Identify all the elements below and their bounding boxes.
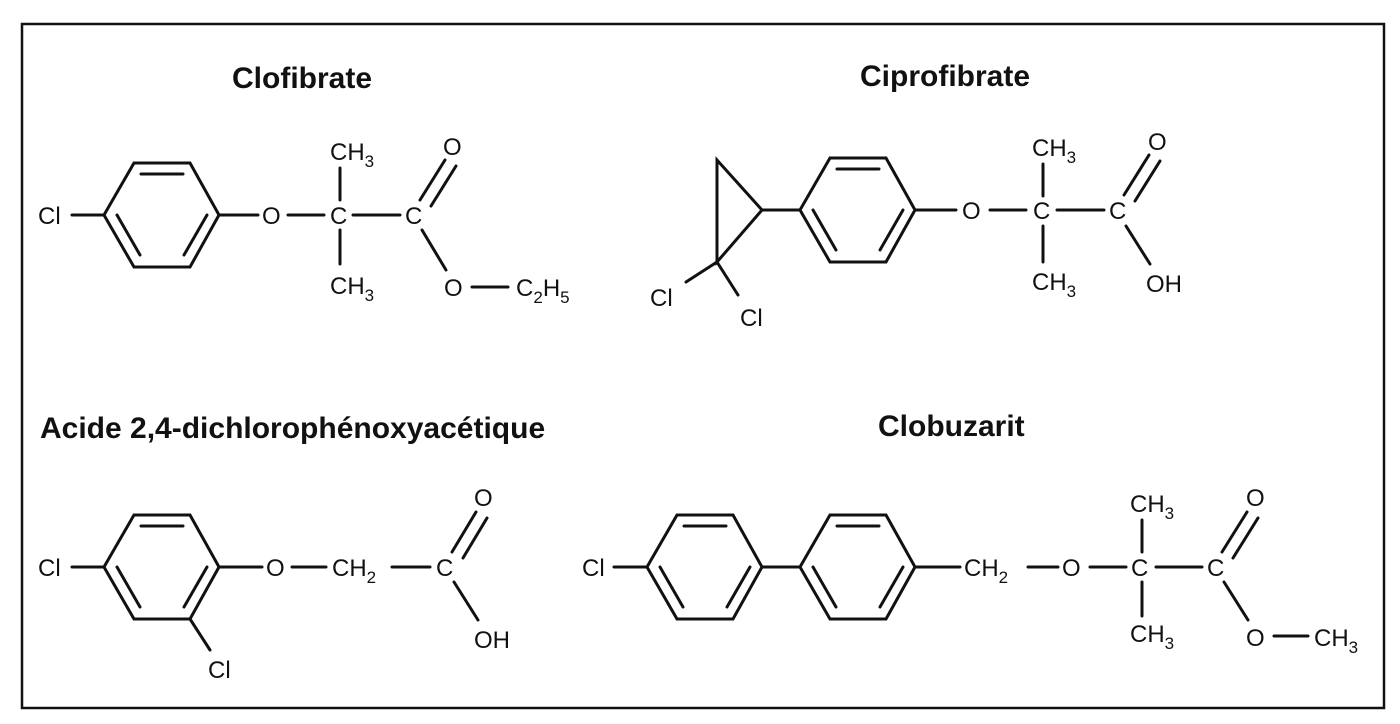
bond xyxy=(1222,580,1250,622)
double-bond xyxy=(1220,510,1249,554)
ciprofibrate-title: Ciprofibrate xyxy=(860,60,1030,93)
atom-cl: Cl xyxy=(208,657,231,684)
methylene-group: CH2 xyxy=(332,555,376,587)
benzene-ring xyxy=(798,156,917,264)
atom-c: C xyxy=(330,203,347,230)
methyl-group: CH3 xyxy=(1130,491,1174,523)
atom-cl: Cl xyxy=(582,555,605,582)
ring-double-bond xyxy=(811,565,838,609)
ring-double-bond xyxy=(725,565,752,609)
atom-o: O xyxy=(474,485,493,512)
atom-o: O xyxy=(266,555,285,582)
ethyl-group: C2H5 xyxy=(516,275,570,307)
double-bond xyxy=(450,510,478,554)
atom-o: O xyxy=(1062,555,1081,582)
benzene-ring xyxy=(102,161,221,269)
hydroxyl-group: OH xyxy=(1146,271,1182,298)
atom-o: O xyxy=(962,198,981,225)
bond xyxy=(420,228,448,272)
atom-cl: Cl xyxy=(38,203,61,230)
ring-double-bond xyxy=(115,565,142,609)
bond xyxy=(452,580,480,622)
atom-c: C xyxy=(1033,198,1050,225)
ring-double-bond xyxy=(878,208,905,252)
hydroxyl-group: OH xyxy=(474,627,510,654)
bond xyxy=(1124,224,1152,266)
methyl-group: CH3 xyxy=(1314,625,1358,657)
figure-border xyxy=(20,22,1386,710)
double-bond xyxy=(461,516,489,560)
benzene-ring xyxy=(798,513,917,621)
clofibrate-structure: Clofibrate Cl O C C O O CH3 CH3 C2H5 xyxy=(38,62,570,307)
double-bond xyxy=(1133,159,1162,203)
dichlorophenoxyacetic-structure: Acide 2,4-dichlorophénoxyacétique Cl Cl … xyxy=(38,412,545,684)
atom-cl: Cl xyxy=(650,285,673,312)
methyl-group: CH3 xyxy=(1130,621,1174,653)
ring-double-bond xyxy=(182,565,209,609)
double-bond xyxy=(418,158,447,202)
benzene-ring xyxy=(102,513,221,621)
clobuzarit-structure: Clobuzarit Cl CH2 O C C O O CH3 CH3 CH3 xyxy=(582,410,1358,657)
ring-double-bond xyxy=(658,565,685,609)
ring-double-bond xyxy=(811,208,838,252)
bond xyxy=(715,260,740,297)
ciprofibrate-structure: Ciprofibrate Cl Cl O C C O OH CH3 CH3 xyxy=(650,60,1182,332)
methyl-group: CH3 xyxy=(330,273,374,305)
atom-c: C xyxy=(436,555,453,582)
ring-double-bond xyxy=(115,213,142,257)
atom-cl: Cl xyxy=(38,555,61,582)
double-bond xyxy=(429,164,458,208)
atom-c: C xyxy=(1109,198,1126,225)
double-bond xyxy=(1122,153,1151,197)
methyl-group: CH3 xyxy=(1032,269,1076,301)
cyclopropane-ring xyxy=(715,156,765,267)
atom-o: O xyxy=(444,275,463,302)
atom-cl: Cl xyxy=(740,305,763,332)
bond xyxy=(684,260,719,284)
atom-c: C xyxy=(1131,555,1148,582)
methylene-group: CH2 xyxy=(964,555,1008,587)
methyl-group: CH3 xyxy=(330,139,374,171)
clofibrate-title: Clofibrate xyxy=(232,62,372,95)
bond xyxy=(188,617,212,652)
ring-double-bond xyxy=(878,565,905,609)
ring-double-bond xyxy=(182,213,209,257)
atom-o: O xyxy=(443,134,462,161)
atom-o: O xyxy=(262,203,281,230)
methyl-group: CH3 xyxy=(1032,135,1076,167)
clobuzarit-title: Clobuzarit xyxy=(878,410,1025,443)
atom-c: C xyxy=(1207,555,1224,582)
atom-c: C xyxy=(405,203,422,230)
atom-o: O xyxy=(1246,485,1265,512)
atom-o: O xyxy=(1148,129,1167,156)
dichloro-title: Acide 2,4-dichlorophénoxyacétique xyxy=(40,412,545,445)
double-bond xyxy=(1231,516,1260,560)
atom-o: O xyxy=(1246,625,1265,652)
benzene-ring xyxy=(645,513,764,621)
